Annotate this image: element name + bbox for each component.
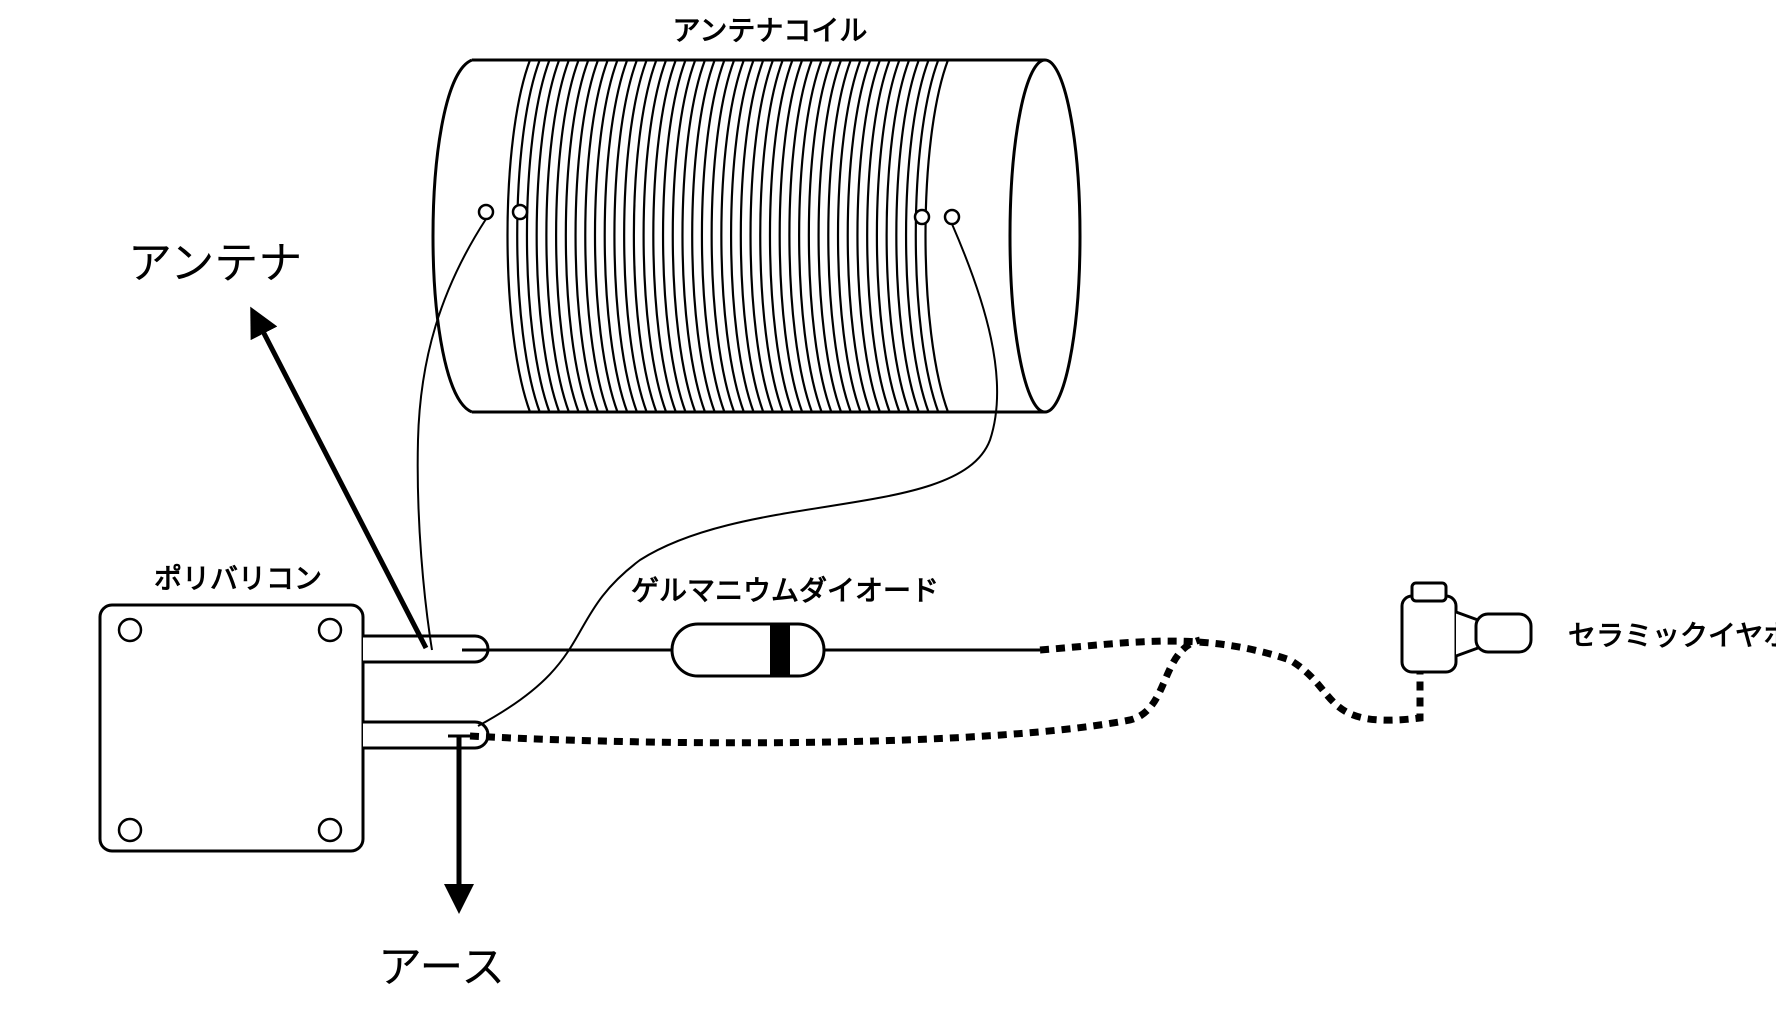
- coil-winding: [652, 59, 677, 413]
- antenna-arrow: [250, 306, 429, 650]
- diode-body: [670, 622, 826, 678]
- diode-cathode-band: [770, 624, 790, 676]
- earphone-cap: [1410, 581, 1448, 603]
- coil-winding: [895, 59, 920, 413]
- label-germanium-diode: ゲルマニウムダイオード: [631, 574, 939, 607]
- wires: [416, 218, 1424, 747]
- coil-winding: [613, 59, 638, 413]
- coil-winding: [914, 59, 940, 413]
- coil-winding: [875, 59, 901, 413]
- coil-winding: [632, 59, 658, 413]
- coil-winding: [729, 59, 755, 413]
- coil-windings: [506, 59, 950, 413]
- coil-terminal-4: [943, 208, 961, 226]
- coil-winding: [681, 59, 707, 413]
- wire-coil-to-upper-terminal: [416, 218, 487, 651]
- coil-winding: [739, 59, 765, 413]
- coil-winding: [700, 59, 726, 413]
- coil-winding: [506, 59, 532, 413]
- label-antenna-coil: アンテナコイル: [673, 14, 868, 47]
- coil-winding: [642, 59, 668, 413]
- coil-winding: [817, 59, 843, 413]
- coil-winding: [671, 59, 697, 413]
- coil-winding: [749, 59, 775, 413]
- coil-winding: [535, 59, 561, 413]
- antenna-coil: [431, 58, 1082, 414]
- earphone-body: [1400, 594, 1458, 674]
- coil-cylinder-end: [1008, 58, 1082, 414]
- coil-winding: [691, 59, 716, 413]
- mounting-hole-top-right: [317, 617, 343, 643]
- coil-winding: [603, 59, 629, 413]
- coil-winding: [555, 59, 580, 413]
- mounting-hole-bottom-left: [117, 817, 143, 843]
- coil-winding: [856, 59, 881, 413]
- polyvaricon-body: [98, 603, 365, 853]
- coil-winding: [593, 59, 619, 413]
- germanium-diode: [670, 622, 826, 678]
- coil-winding: [788, 59, 813, 413]
- coil-terminal-2: [511, 203, 529, 221]
- coil-winding: [807, 59, 833, 413]
- coil-winding: [759, 59, 784, 413]
- coil-winding: [623, 59, 648, 413]
- coil-winding: [778, 59, 804, 413]
- coil-winding: [584, 59, 609, 413]
- label-antenna: アンテナ: [128, 238, 302, 289]
- coil-winding: [924, 59, 950, 413]
- wire-diode-to-earphone-dotted: [1039, 637, 1424, 724]
- coil-cylinder-body: [431, 58, 1045, 414]
- mounting-hole-top-left: [117, 617, 143, 643]
- coil-winding: [827, 59, 852, 413]
- coil-winding: [846, 59, 872, 413]
- label-polyvaricon: ポリバリコン: [154, 562, 322, 595]
- coil-winding: [516, 59, 541, 413]
- coil-terminal-1: [477, 203, 495, 221]
- coil-winding: [525, 59, 551, 413]
- coil-winding: [710, 59, 736, 413]
- coil-winding: [545, 59, 570, 413]
- label-ceramic-earphone: セラミックイヤホン: [1568, 619, 1776, 652]
- coil-winding: [866, 59, 891, 413]
- coil-winding: [661, 59, 687, 413]
- wire-earth-to-earphone-dotted: [469, 636, 1202, 747]
- coil-winding: [574, 59, 600, 413]
- ceramic-earphone: [1400, 581, 1533, 674]
- coil-winding: [836, 59, 862, 413]
- coil-winding: [904, 59, 930, 413]
- earphone-tip: [1474, 612, 1533, 654]
- coil-winding: [564, 59, 590, 413]
- coil-winding: [720, 59, 745, 413]
- label-earth: アース: [378, 942, 505, 993]
- coil-winding: [798, 59, 823, 413]
- mounting-hole-bottom-right: [317, 817, 343, 843]
- coil-winding: [768, 59, 794, 413]
- wire-coil-to-lower-terminal: [477, 223, 999, 727]
- coil-winding: [885, 59, 911, 413]
- coil-terminal-3: [913, 208, 931, 226]
